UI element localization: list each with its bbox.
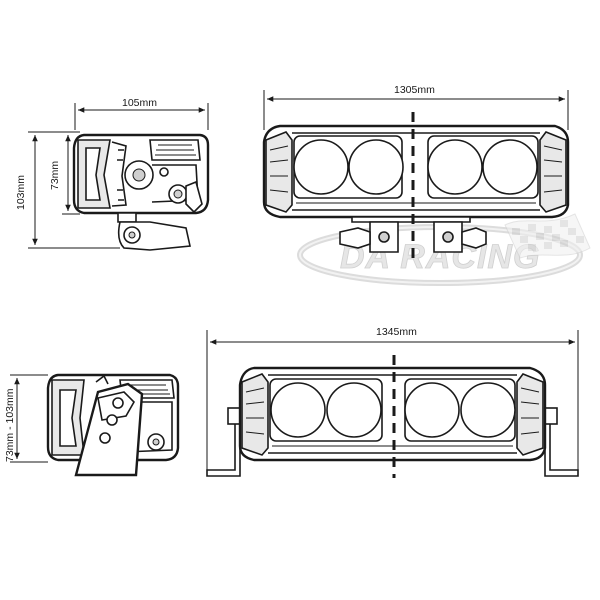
- dim-label-103mm: 103mm: [15, 175, 27, 210]
- dim-label-1345mm: 1345mm: [376, 326, 417, 338]
- dim-label-1305mm: 1305mm: [394, 84, 435, 96]
- side-view-top: 105mm 103mm 73mm: [15, 97, 210, 251]
- dim-label-73-103mm: 73mm - 103mm: [4, 388, 16, 462]
- watermark-logo: DA RACING: [297, 213, 591, 286]
- dim-label-105mm: 105mm: [122, 97, 157, 109]
- dim-label-73mm: 73mm: [49, 161, 61, 190]
- front-view-top: 1305mm: [262, 84, 570, 262]
- checkered-flag-icon: [504, 213, 591, 259]
- front-view-bottom: 1345mm: [206, 326, 579, 478]
- side-view-bottom: 73mm - 103mm: [4, 373, 180, 477]
